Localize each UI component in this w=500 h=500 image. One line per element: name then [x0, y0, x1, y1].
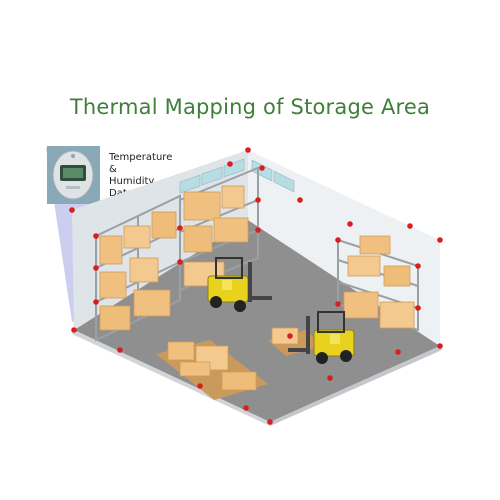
sensor-dot-icon — [93, 265, 99, 271]
sensor-dot-icon — [259, 165, 265, 171]
sensor-dot-icon — [177, 225, 183, 231]
sensor-dot-icon — [335, 301, 341, 307]
left-shelving — [95, 166, 259, 342]
sensor-dot-icon — [437, 237, 443, 243]
sensor-dot-icon — [71, 327, 77, 333]
right-wall — [248, 150, 440, 346]
sensor-dot-icon — [287, 333, 293, 339]
data-logger-icon — [47, 146, 100, 204]
sensor-dot-icon — [255, 227, 261, 233]
logger-label-line-3: Humidity — [109, 176, 155, 187]
sensor-dot-icon — [197, 383, 203, 389]
sensor-dots — [69, 147, 443, 425]
sensor-dot-icon — [297, 197, 303, 203]
sensor-dot-icon — [335, 237, 341, 243]
forklift-icon — [288, 311, 355, 364]
right-shelving — [337, 235, 419, 332]
sensor-dot-icon — [255, 197, 261, 203]
sensor-dot-icon — [395, 349, 401, 355]
sensor-dot-icon — [227, 161, 233, 167]
sensor-dot-icon — [117, 347, 123, 353]
page-title: Thermal Mapping of Storage Area — [69, 95, 431, 119]
sensor-dot-icon — [245, 147, 251, 153]
sensor-dot-icon — [93, 233, 99, 239]
sensor-dot-icon — [93, 299, 99, 305]
sensor-dot-icon — [407, 223, 413, 229]
sensor-dot-icon — [327, 375, 333, 381]
sensor-dot-icon — [267, 419, 273, 425]
sensor-dot-icon — [415, 305, 421, 311]
logger-label-line-2: & — [109, 164, 117, 175]
logger-label-line-1: Temperature — [109, 152, 173, 163]
sensor-dot-icon — [69, 207, 75, 213]
sensor-dot-icon — [415, 263, 421, 269]
sensor-dot-icon — [177, 259, 183, 265]
sensor-dot-icon — [243, 405, 249, 411]
forklift-icon — [207, 257, 272, 312]
warehouse-floor — [74, 220, 440, 422]
sensor-dot-icon — [437, 343, 443, 349]
sensor-dot-icon — [347, 221, 353, 227]
